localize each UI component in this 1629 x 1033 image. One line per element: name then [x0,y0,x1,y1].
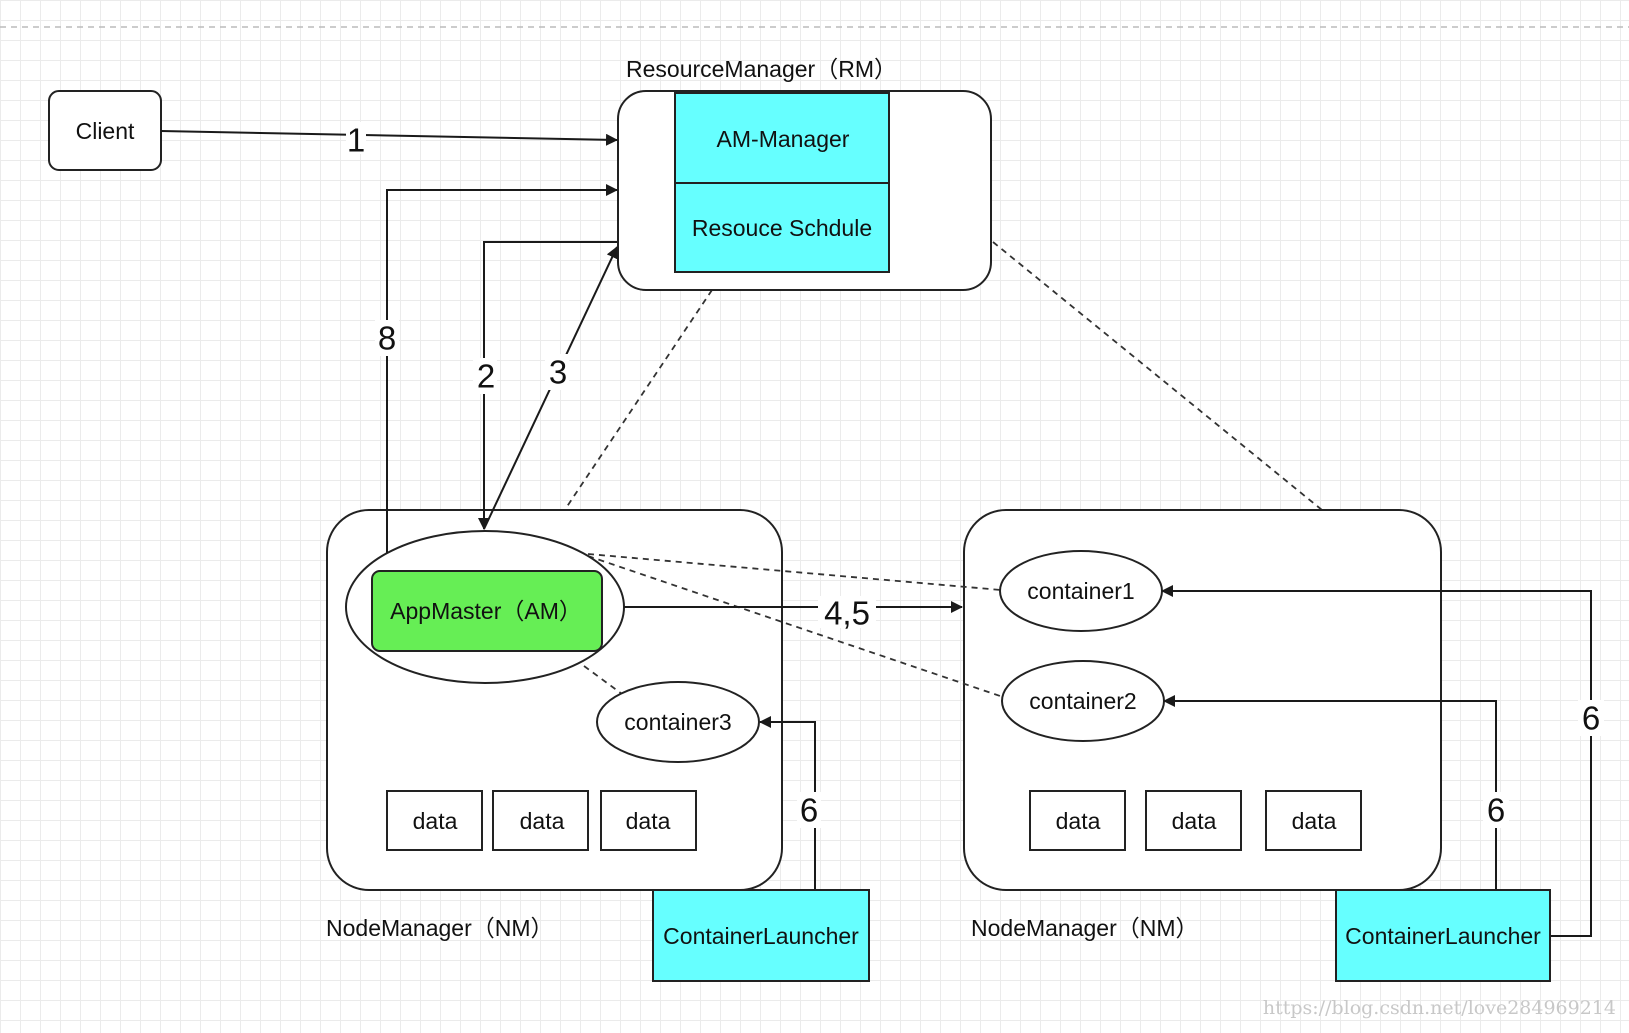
left-data-box-2[interactable]: data [492,790,589,851]
left-data-box-2-label: data [520,808,565,834]
step-45-label: 4,5 [824,595,870,632]
step-2-knockout [473,358,497,394]
left-data-box-1[interactable]: data [386,790,483,851]
rm-to-left-nm-dashed-link [565,289,713,509]
resource-schedule-label: Resouce Schdule [692,215,872,241]
container3-node[interactable]: container3 [596,681,760,763]
step-6-mid-knockout [1483,792,1509,828]
container3-label: container3 [624,709,731,735]
left-data-box-2-rect[interactable] [492,790,589,851]
container-launcher-right-box[interactable] [1335,889,1551,982]
resource-schedule-box[interactable] [674,182,890,273]
right-data-box-2-label: data [1172,808,1217,834]
container1-label: container1 [1027,578,1134,604]
arrow-8-am-to-rm [386,184,618,553]
left-data-box-1-label: data [413,808,458,834]
node-manager-right-caption: NodeManager（NM） [971,915,1199,941]
arrow-6-left-launcher-to-container3 [759,716,816,889]
step-3-label: 3 [549,354,567,391]
am-manager-box[interactable] [674,92,890,184]
left-data-box-1-rect[interactable] [386,790,483,851]
step-1-label: 1 [347,122,365,159]
left-data-box-3[interactable]: data [600,790,697,851]
am-manager-label: AM-Manager [717,126,850,152]
resource-manager-caption: ResourceManager（RM） [626,56,897,82]
am-to-container1-dashed-link [587,553,1002,591]
am-to-container2-dashed-link [587,555,1004,698]
step-2-label: 2 [477,358,495,395]
app-master[interactable]: AppMaster（AM） [345,530,625,684]
app-master-box[interactable] [371,570,603,652]
container2-node[interactable]: container2 [1001,660,1165,742]
rm-to-right-nm-dashed-link [992,241,1323,511]
arrow-6-right-launcher-to-container1 [1161,585,1592,937]
right-data-box-1-label: data [1056,808,1101,834]
watermark-text: https://blog.csdn.net/love284969214 [1263,997,1616,1019]
right-data-box-2[interactable]: data [1145,790,1242,851]
container2-label: container2 [1029,688,1136,714]
left-data-box-3-label: data [626,808,671,834]
step-3-knockout [545,354,569,390]
step-6-right-label: 6 [1582,700,1600,737]
container-launcher-right[interactable]: ContainerLauncher [1335,889,1551,982]
arrow-1-client-to-rm [160,130,618,146]
right-data-box-3-rect[interactable] [1265,790,1362,851]
step-6-right-knockout [1578,700,1604,736]
container1-node[interactable]: container1 [999,550,1163,632]
step-8-label: 8 [378,320,396,357]
app-master-label: AppMaster（AM） [390,598,582,624]
container-launcher-left[interactable]: ContainerLauncher [652,889,870,982]
node-manager-left-caption: NodeManager（NM） [326,915,554,941]
step-8-knockout [375,320,399,356]
container-launcher-left-box[interactable] [652,889,870,982]
client-box[interactable] [48,90,162,171]
right-data-box-3-label: data [1292,808,1337,834]
am-to-container3-dashed-link [583,665,623,695]
resource-manager[interactable]: AM-Manager Resouce Schdule [617,90,992,291]
right-data-box-1[interactable]: data [1029,790,1126,851]
container-launcher-right-label: ContainerLauncher [1345,923,1541,949]
arrow-2-rm-to-am [478,241,617,530]
right-data-box-3[interactable]: data [1265,790,1362,851]
right-data-box-2-rect[interactable] [1145,790,1242,851]
step-6-left-knockout [797,792,821,828]
step-6-mid-label: 6 [1487,792,1505,829]
right-data-box-1-rect[interactable] [1029,790,1126,851]
step-45-knockout [818,596,876,628]
client-label: Client [76,118,135,144]
client-node[interactable]: Client [48,90,162,171]
step-6-left-label: 6 [800,792,818,829]
container-launcher-left-label: ContainerLauncher [663,923,859,949]
step-1-knockout [346,122,366,154]
left-data-box-3-rect[interactable] [600,790,697,851]
